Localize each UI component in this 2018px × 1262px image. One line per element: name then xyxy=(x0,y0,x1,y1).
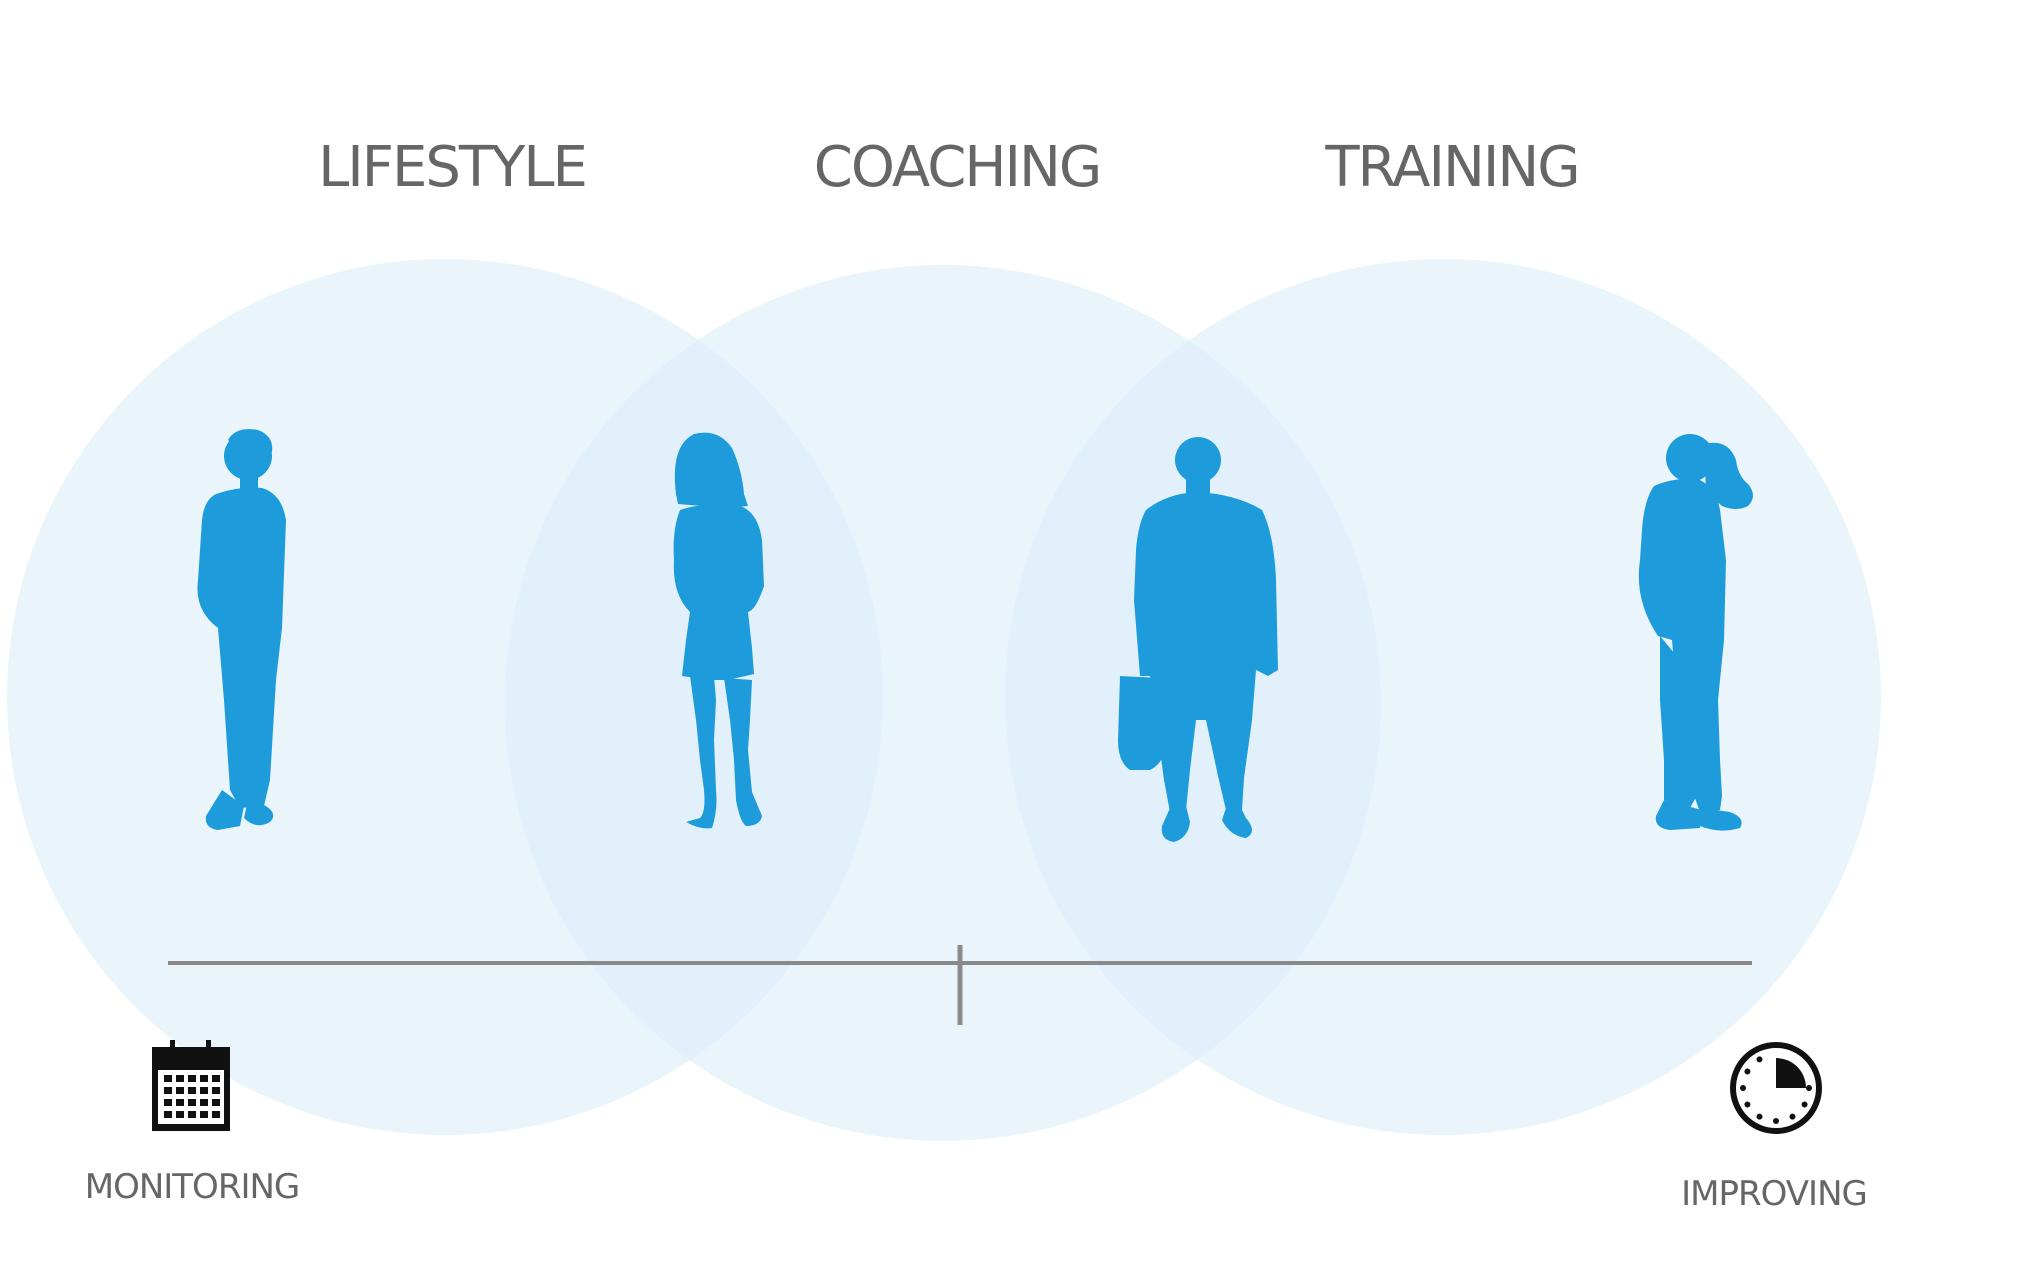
clock-tick-dot xyxy=(1740,1085,1746,1091)
heading-training: TRAINING xyxy=(1325,135,1580,200)
clock-tick-dot xyxy=(1789,1113,1796,1120)
person-figure-3 xyxy=(1118,437,1278,842)
clock-tick-dot xyxy=(1801,1101,1808,1108)
circle-training xyxy=(1005,259,1881,1135)
timeline-end-label: IMPROVING xyxy=(1681,1174,1868,1214)
heading-lifestyle: LIFESTYLE xyxy=(318,135,588,200)
clock-tick-dot xyxy=(1744,1068,1751,1075)
clock-tick-dot xyxy=(1806,1085,1812,1091)
timeline-start-label: MONITORING xyxy=(84,1167,301,1207)
clock-tick-dot xyxy=(1773,1118,1779,1124)
clock-tick-dot xyxy=(1756,1113,1763,1120)
person-figure-1 xyxy=(197,429,286,830)
person-figure-4 xyxy=(1638,434,1753,831)
clock-tick-dot xyxy=(1744,1101,1751,1108)
calendar-icon xyxy=(152,1040,230,1131)
heading-coaching: COACHING xyxy=(813,135,1103,200)
clock-tick-dot xyxy=(1756,1056,1763,1063)
person-figure-2 xyxy=(673,432,764,829)
clock-icon xyxy=(1730,1042,1822,1134)
